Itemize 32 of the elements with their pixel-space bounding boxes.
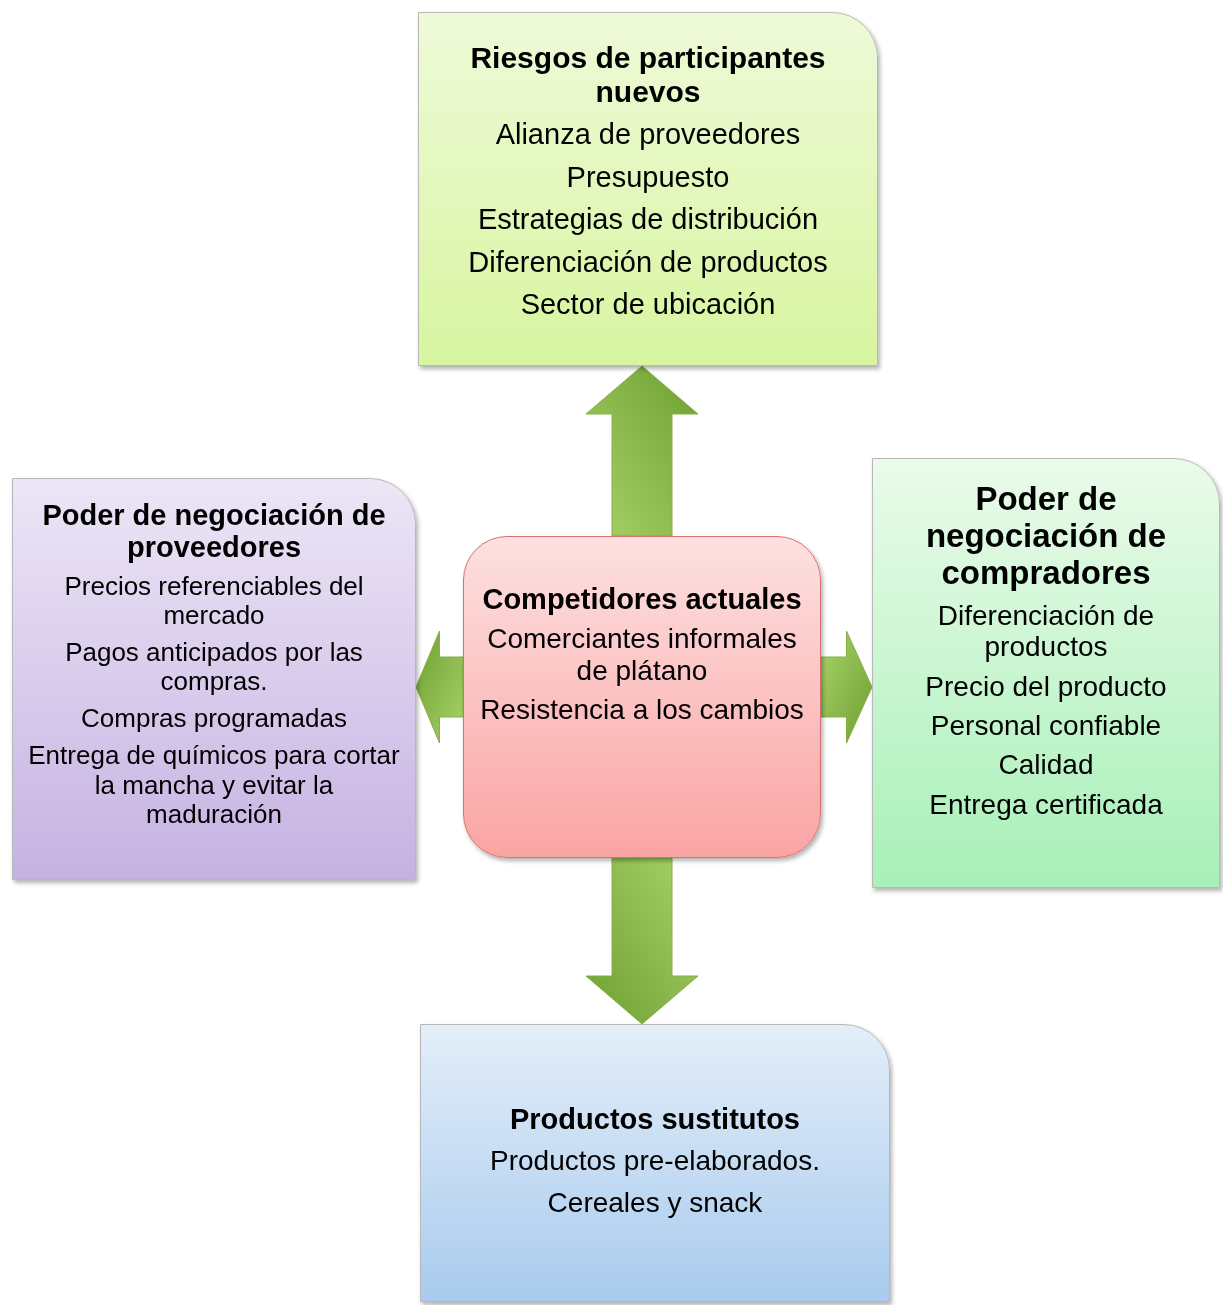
rounded-box xyxy=(463,536,821,858)
folded-corner-box xyxy=(12,478,416,880)
box-item: Precios referenciables del mercado xyxy=(63,571,365,631)
block-arrow xyxy=(585,857,699,1025)
box-item: Precio del producto xyxy=(925,670,1167,702)
box-heading: Riesgos de participantes nuevos xyxy=(469,41,827,109)
box-item: Diferenciación de productos xyxy=(468,245,828,279)
box-item: Personal confiable xyxy=(930,709,1162,742)
box-item: Calidad xyxy=(998,749,1094,781)
box-item: Diferenciación de productos xyxy=(936,599,1156,663)
box-item: Resistencia a los cambios xyxy=(480,694,804,726)
block-arrow xyxy=(415,630,464,744)
box-item: Alianza de proveedores xyxy=(495,118,801,151)
block-arrow xyxy=(820,630,873,744)
box-item: Comerciantes informales de plátano xyxy=(486,623,798,687)
block-arrow xyxy=(585,365,699,537)
folded-corner-box xyxy=(872,458,1220,888)
box-heading: Poder de negociación de proveedores xyxy=(41,499,387,564)
box-item: Cereales y snack xyxy=(547,1186,763,1219)
box-item: Compras programadas xyxy=(81,704,347,734)
box-heading: Competidores actuales xyxy=(482,583,802,616)
box-item: Presupuesto xyxy=(566,160,730,194)
box-heading: Poder de negociación de compradores xyxy=(924,481,1168,592)
box-item: Productos pre-elaborados. xyxy=(490,1145,820,1177)
box-heading: Productos sustitutos xyxy=(510,1103,800,1136)
folded-corner-box xyxy=(418,12,878,366)
box-item: Entrega de químicos para cortar la mancha y evitar la maduración xyxy=(27,741,401,829)
box-item: Sector de ubicación xyxy=(520,288,776,321)
box-item: Pagos anticipados por las compras. xyxy=(64,638,364,697)
box-item: Entrega certificada xyxy=(929,788,1163,820)
box-item: Estrategias de distribución xyxy=(477,203,819,236)
folded-corner-box xyxy=(420,1024,890,1302)
